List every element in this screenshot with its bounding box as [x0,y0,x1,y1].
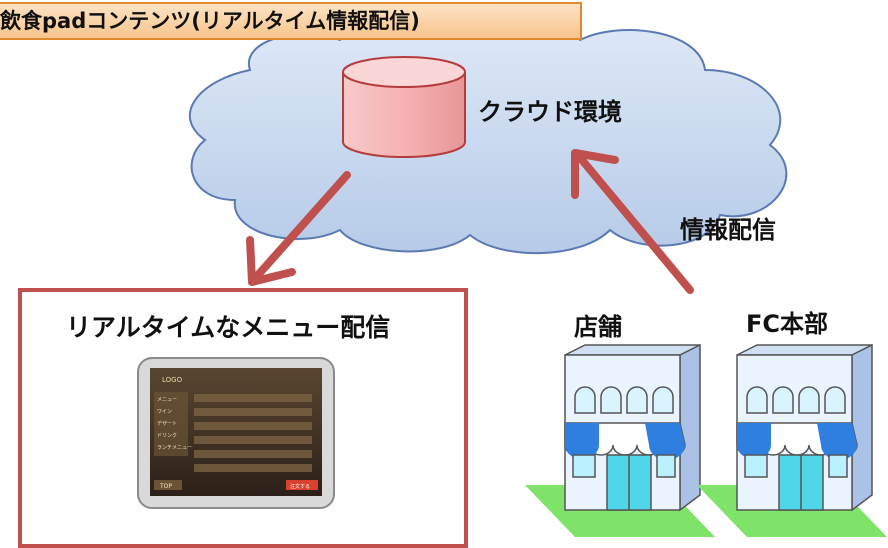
tablet-category: ランチメニュー [157,445,192,451]
tablet-top-button [154,480,182,490]
hq-label: FC本部 [746,310,829,338]
tablet-category-list: メニュー ワイン デザート ドリンク ランチメニュー [154,392,192,456]
arrow-store-to-cloud [571,149,694,294]
database-icon [342,56,466,158]
menu-panel: リアルタイムなメニュー配信 LOGO メニュー ワイン デザート ドリンク ラン… [18,288,468,548]
tablet-top-label: TOP [159,483,172,490]
tablet-category: ドリンク [157,433,177,439]
page-title: 飲食padコンテンツ(リアルタイム情報配信) [0,2,582,40]
tablet-category: メニュー [157,397,177,403]
store-building-icon [525,343,715,537]
tablet-order-label: 注文する [290,483,310,490]
diagram-canvas [189,17,887,537]
delivery-label: 情報配信 [680,216,776,244]
menu-panel-title: リアルタイムなメニュー配信 [66,313,391,342]
tablet-image: LOGO メニュー ワイン デザート ドリンク ランチメニュー TOP 注文する [137,357,335,509]
tablet-category: デザート [157,420,177,427]
tablet-logo: LOGO [162,376,183,384]
cloud-label: クラウド環境 [478,98,622,126]
tablet-menu-items [194,394,312,472]
tablet-category: ワイン [157,409,172,415]
arrow-cloud-to-menu [246,171,351,286]
store-label: 店舗 [574,313,622,341]
hq-building-icon [697,343,887,537]
tablet-order-button [286,480,318,490]
